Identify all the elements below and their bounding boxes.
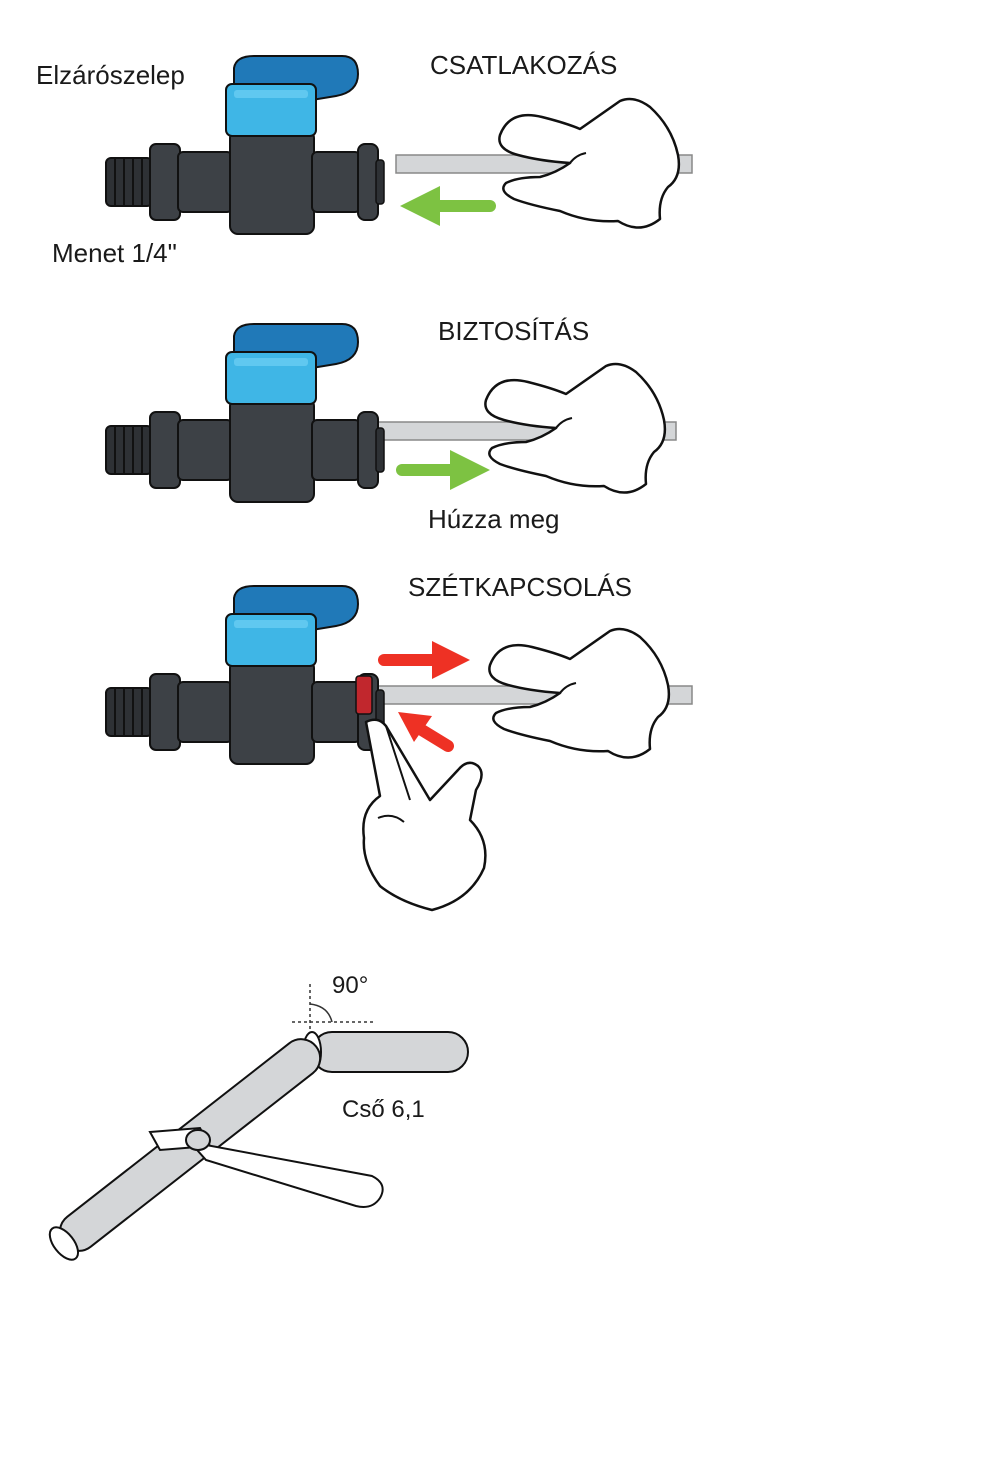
valve-label: Elzárószelep (36, 60, 185, 90)
tube-size-label: Cső 6,1 (342, 1096, 425, 1123)
pipe-cutter-icon (48, 1038, 384, 1261)
red-arrow-diagonal-icon (398, 712, 454, 752)
red-arrow-right-icon (378, 641, 470, 679)
tube-icon (302, 1031, 469, 1073)
angle-label: 90° (332, 972, 369, 999)
connect-heading: CSATLAKOZÁS (430, 50, 618, 80)
pressing-hand-icon (362, 718, 487, 912)
disconnect-heading: SZÉTKAPCSOLÁS (408, 572, 632, 602)
disconnect-step (105, 585, 693, 912)
connect-step (105, 55, 693, 235)
pull-label: Húzza meg (428, 504, 560, 534)
secure-step (105, 323, 677, 503)
secure-heading: BIZTOSÍTÁS (438, 316, 590, 346)
cut-step (48, 984, 469, 1261)
collet-ring (355, 675, 373, 715)
green-arrow-left-icon (400, 186, 496, 226)
thread-label: Menet 1/4" (52, 238, 177, 268)
shutoff-valve-icon (105, 585, 385, 765)
shutoff-valve-icon (105, 323, 385, 503)
green-arrow-right-icon (396, 450, 490, 490)
